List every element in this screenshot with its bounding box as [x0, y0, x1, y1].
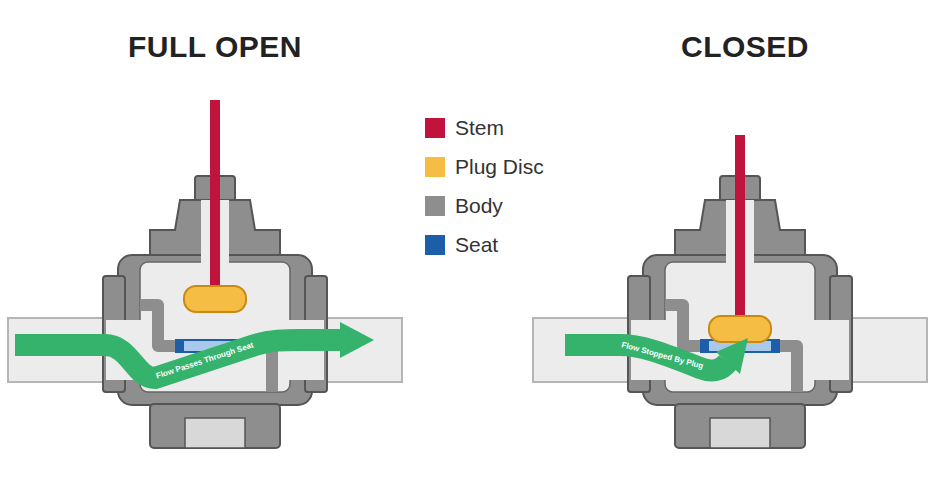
legend-text: Stem	[455, 117, 504, 138]
plug-disc	[709, 316, 771, 342]
heading: FULL OPEN	[128, 30, 302, 64]
stem	[735, 135, 745, 325]
heading: CLOSED	[681, 30, 809, 64]
valve-body	[533, 176, 927, 448]
plug-disc	[184, 286, 246, 312]
legend-swatch	[425, 118, 445, 138]
legend-text: Body	[455, 195, 503, 216]
legend-swatch	[425, 196, 445, 216]
arrowhead	[340, 322, 374, 358]
valve-body	[8, 176, 402, 448]
legend-text: Seat	[455, 234, 498, 255]
legend-swatch	[425, 235, 445, 255]
arrowhead	[716, 338, 748, 374]
stem	[210, 100, 220, 292]
legend-swatch	[425, 157, 445, 177]
legend-text: Plug Disc	[455, 156, 544, 177]
